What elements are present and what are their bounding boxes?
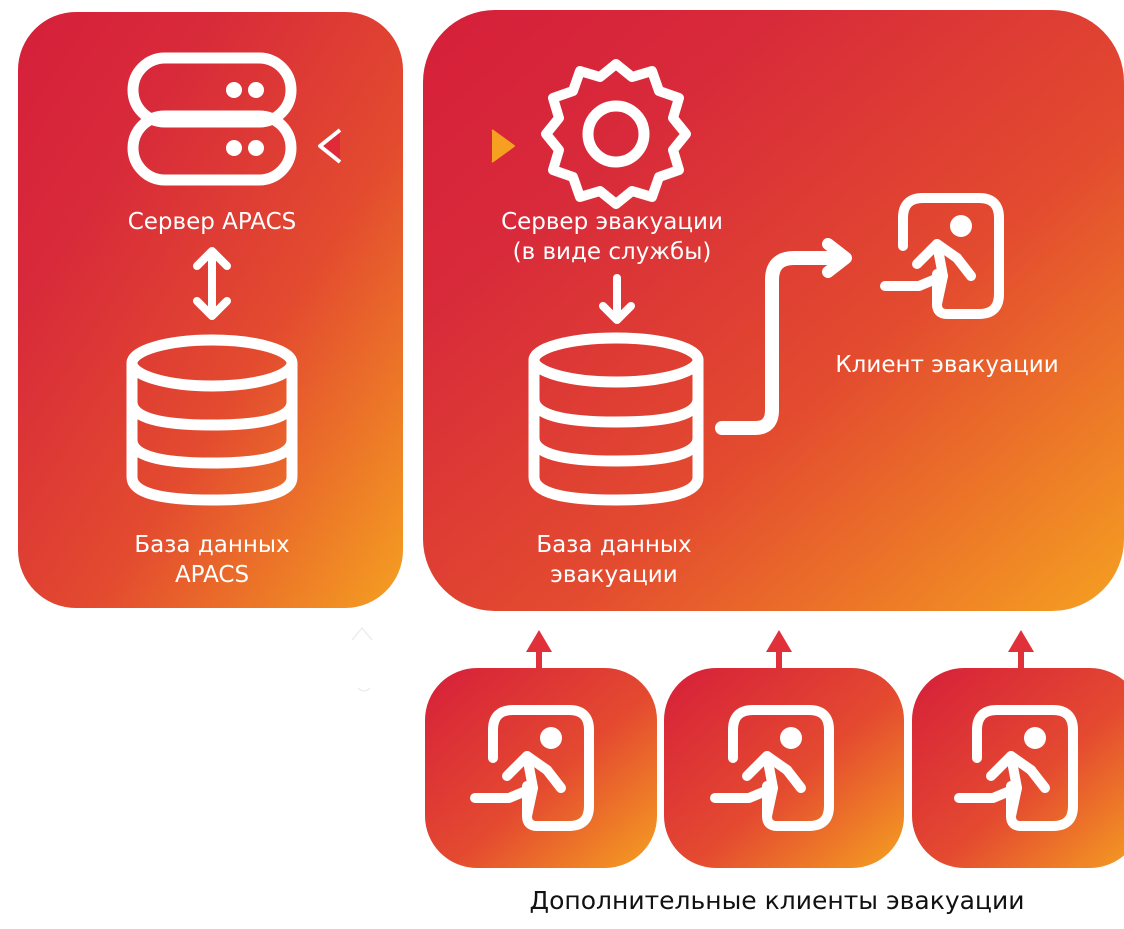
apacs-db-label-line1: База данных: [134, 532, 289, 558]
apacs-panel: Сервер APACS База данных APACS: [18, 12, 403, 608]
database-icon: [126, 334, 298, 506]
additional-client-1: [425, 668, 657, 868]
apacs-evac-bidirectional-arrow: [318, 128, 515, 164]
evac-db-label-line1: База данных: [536, 532, 691, 558]
db-to-client-arrow: [715, 238, 852, 435]
faint-decoration: [351, 626, 373, 692]
evac-server-label-line2: (в виде службы): [513, 239, 712, 265]
server-icon: [127, 52, 297, 186]
additional-clients-caption: Дополнительные клиенты эвакуации: [529, 886, 1025, 915]
additional-client-3: [912, 668, 1124, 868]
server-db-bidirectional-arrow: [193, 247, 231, 320]
apacs-db-label-line2: APACS: [175, 562, 249, 588]
gear-icon: [541, 59, 691, 209]
evac-db-label-line2: эвакуации: [550, 562, 677, 588]
evacuation-panel: Сервер эвакуации (в виде службы) База да…: [423, 10, 1124, 611]
additional-client-2: [664, 668, 904, 868]
database-icon: [528, 332, 704, 506]
server-to-db-arrow: [599, 274, 635, 324]
evac-server-label-line1: Сервер эвакуации: [501, 209, 723, 235]
apacs-server-label: Сервер APACS: [128, 209, 297, 235]
evac-client-label: Клиент эвакуации: [835, 352, 1058, 378]
